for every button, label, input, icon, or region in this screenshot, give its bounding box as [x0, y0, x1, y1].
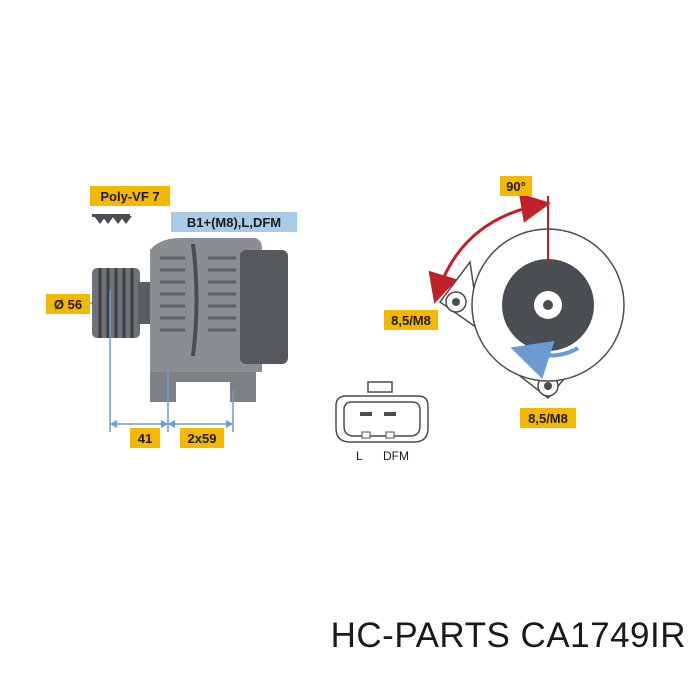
mount-bottom-text: 8,5/M8 — [528, 411, 568, 426]
pulley-diameter-text: Ø 56 — [54, 297, 82, 312]
terminals-label: B1+(M8),L,DFM — [171, 212, 297, 232]
offset-2-label: 2x59 — [180, 428, 224, 448]
alternator-body — [150, 238, 288, 402]
belt-profile-icon — [92, 214, 132, 224]
mount-left-text: 8,5/M8 — [391, 313, 431, 328]
offset-1-text: 41 — [138, 431, 152, 446]
angle-label: 90° — [500, 176, 532, 196]
terminals-label-text: B1+(M8),L,DFM — [187, 215, 281, 230]
rotation-arrow — [510, 340, 580, 379]
belt-label-text: Poly-VF 7 — [100, 189, 159, 204]
alternator-front-view — [428, 193, 625, 400]
angle-label-text: 90° — [506, 179, 526, 194]
connector-pin-dfm: DFM — [383, 449, 409, 463]
dimension-arrows — [110, 420, 233, 428]
mount-left-label: 8,5/M8 — [384, 310, 438, 330]
part-number-caption: HC-PARTS CA1749IR — [330, 616, 686, 655]
alternator-side-view — [62, 238, 288, 432]
connector-plug — [335, 381, 429, 443]
mount-bottom-label: 8,5/M8 — [520, 408, 576, 428]
pulley — [92, 268, 152, 338]
offset-1-label: 41 — [130, 428, 160, 448]
pulley-diameter-label: Ø 56 — [46, 294, 90, 314]
dimension-lines — [62, 290, 234, 432]
belt-label: Poly-VF 7 — [90, 186, 170, 206]
offset-2-text: 2x59 — [188, 431, 217, 446]
connector-pin-l: L — [356, 449, 363, 463]
angle-arc — [428, 193, 551, 304]
